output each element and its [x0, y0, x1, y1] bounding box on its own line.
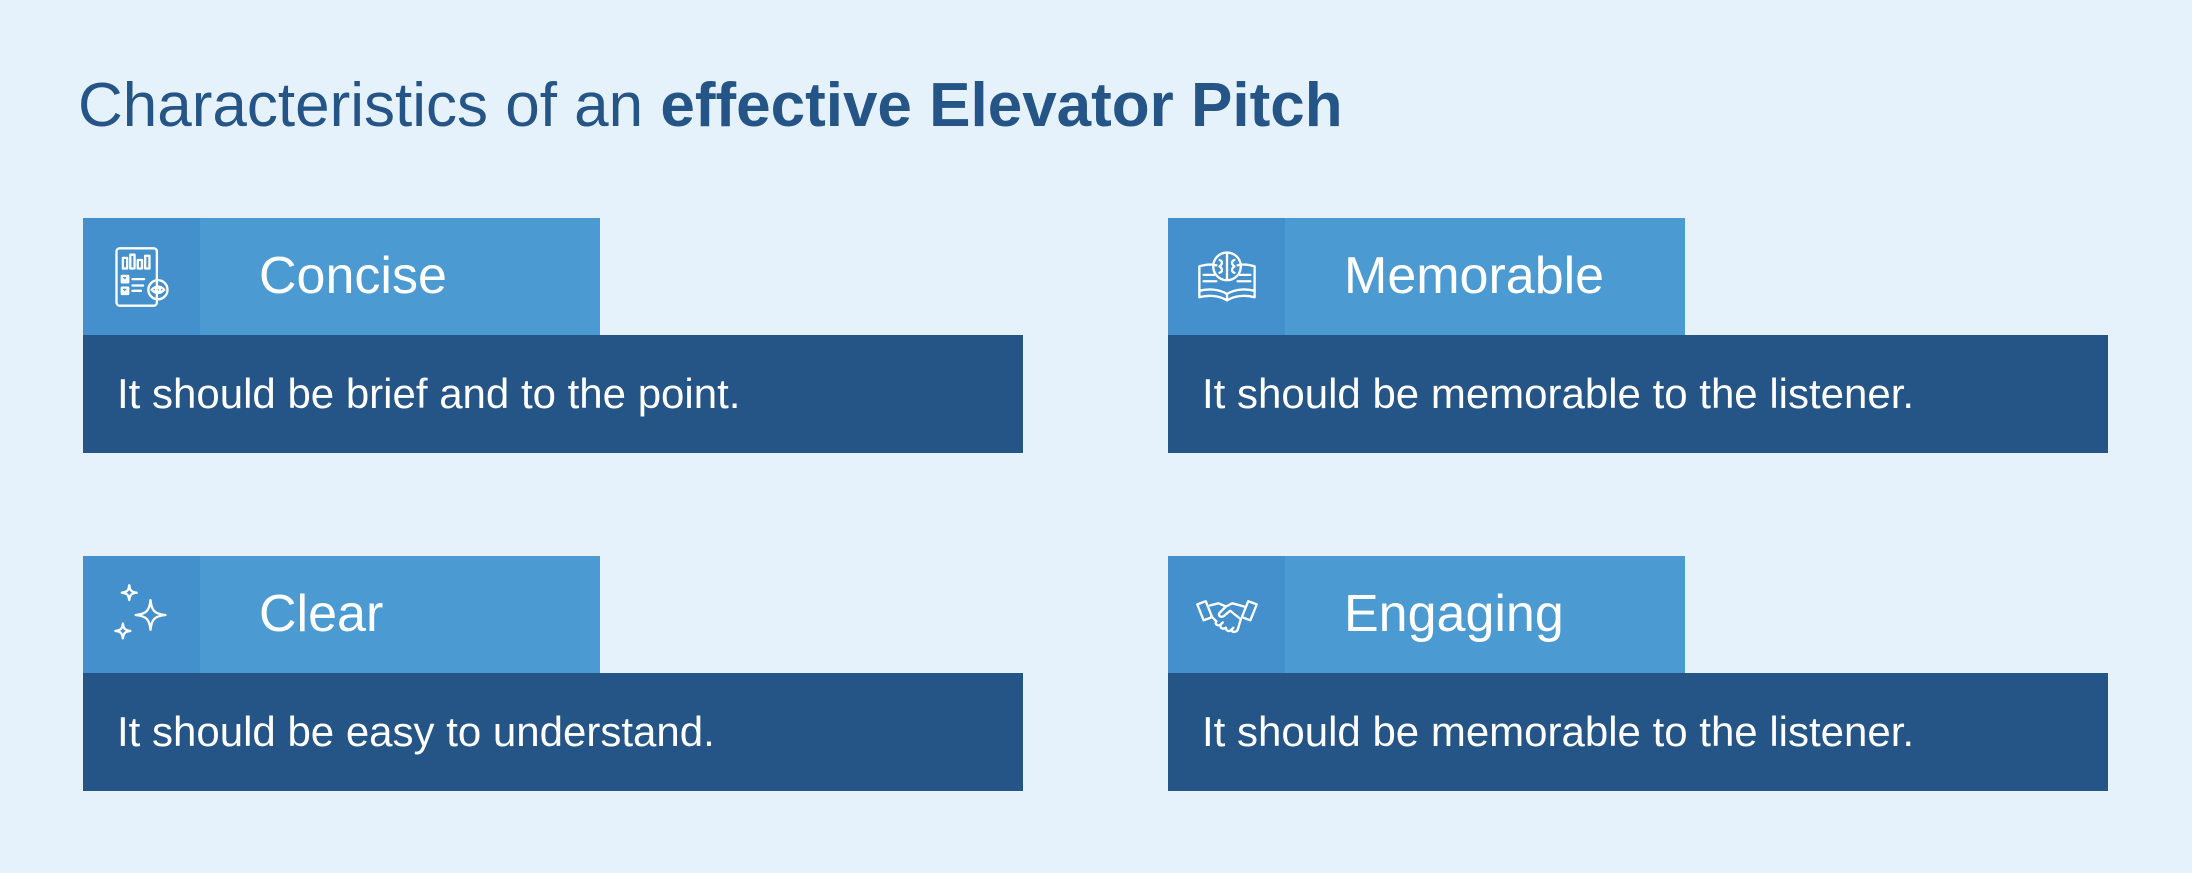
- card-description-bar: It should be brief and to the point.: [83, 335, 1023, 453]
- card-description: It should be easy to understand.: [117, 708, 715, 755]
- card-description-bar: It should be easy to understand.: [83, 673, 1023, 791]
- title-bold: effective Elevator Pitch: [660, 71, 1343, 140]
- card-engaging: Engaging It should be memorable to the l…: [1168, 556, 2108, 791]
- page-title: Characteristics of an effective Elevator…: [78, 66, 1343, 146]
- sparkles-icon: [83, 556, 200, 673]
- card-label: Memorable: [1344, 247, 1605, 305]
- card-header: Engaging: [1168, 556, 1685, 673]
- card-label: Engaging: [1344, 585, 1564, 643]
- card-concise: Concise It should be brief and to the po…: [83, 218, 1023, 453]
- card-header: Concise: [83, 218, 600, 335]
- card-description-bar: It should be memorable to the listener.: [1168, 673, 2108, 791]
- brain-book-icon: [1168, 218, 1285, 335]
- report-checklist-icon: [83, 218, 200, 335]
- card-label: Clear: [259, 585, 384, 643]
- card-header: Clear: [83, 556, 600, 673]
- title-regular: Characteristics of an: [78, 71, 661, 140]
- card-description-bar: It should be memorable to the listener.: [1168, 335, 2108, 453]
- card-description: It should be memorable to the listener.: [1202, 708, 1915, 755]
- card-header: Memorable: [1168, 218, 1685, 335]
- card-description: It should be brief and to the point.: [117, 370, 741, 417]
- card-description: It should be memorable to the listener.: [1202, 370, 1915, 417]
- handshake-icon: [1168, 556, 1285, 673]
- card-label: Concise: [259, 247, 447, 305]
- card-memorable: Memorable It should be memorable to the …: [1168, 218, 2108, 453]
- card-clear: Clear It should be easy to understand.: [83, 556, 1023, 791]
